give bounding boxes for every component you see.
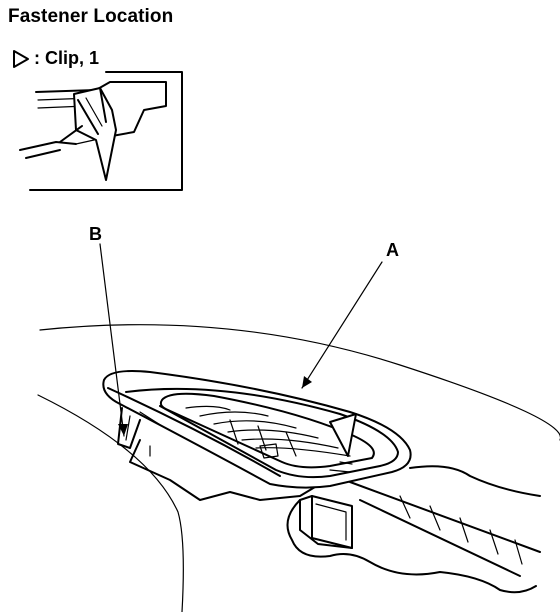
mounting-bracket: [299, 495, 353, 549]
diagram-title: Fastener Location: [8, 6, 174, 27]
hollow-triangle-pointer-icon: [13, 49, 29, 68]
clip-icon: [73, 87, 117, 181]
clip-detail-inset: [19, 71, 183, 191]
callout-a: A: [386, 240, 399, 260]
body-contour-upper: [39, 324, 560, 441]
leader-line-a: [301, 261, 383, 389]
inset-frame: [29, 71, 183, 191]
vent-louvers: [185, 405, 231, 411]
mounting-base: [129, 439, 321, 501]
legend-label: : Clip, 1: [34, 48, 100, 68]
body-contour-left: [37, 394, 184, 612]
fastener-legend: : Clip, 1: [12, 48, 99, 69]
clip-location-marker-icon: [329, 413, 357, 457]
trim-panel-illustration: [37, 243, 560, 612]
inset-body-panel: [19, 141, 77, 151]
floor-panel: [286, 499, 537, 594]
callout-b: B: [89, 224, 102, 244]
leader-line-b: [99, 243, 125, 437]
cable-harness: [349, 481, 541, 553]
